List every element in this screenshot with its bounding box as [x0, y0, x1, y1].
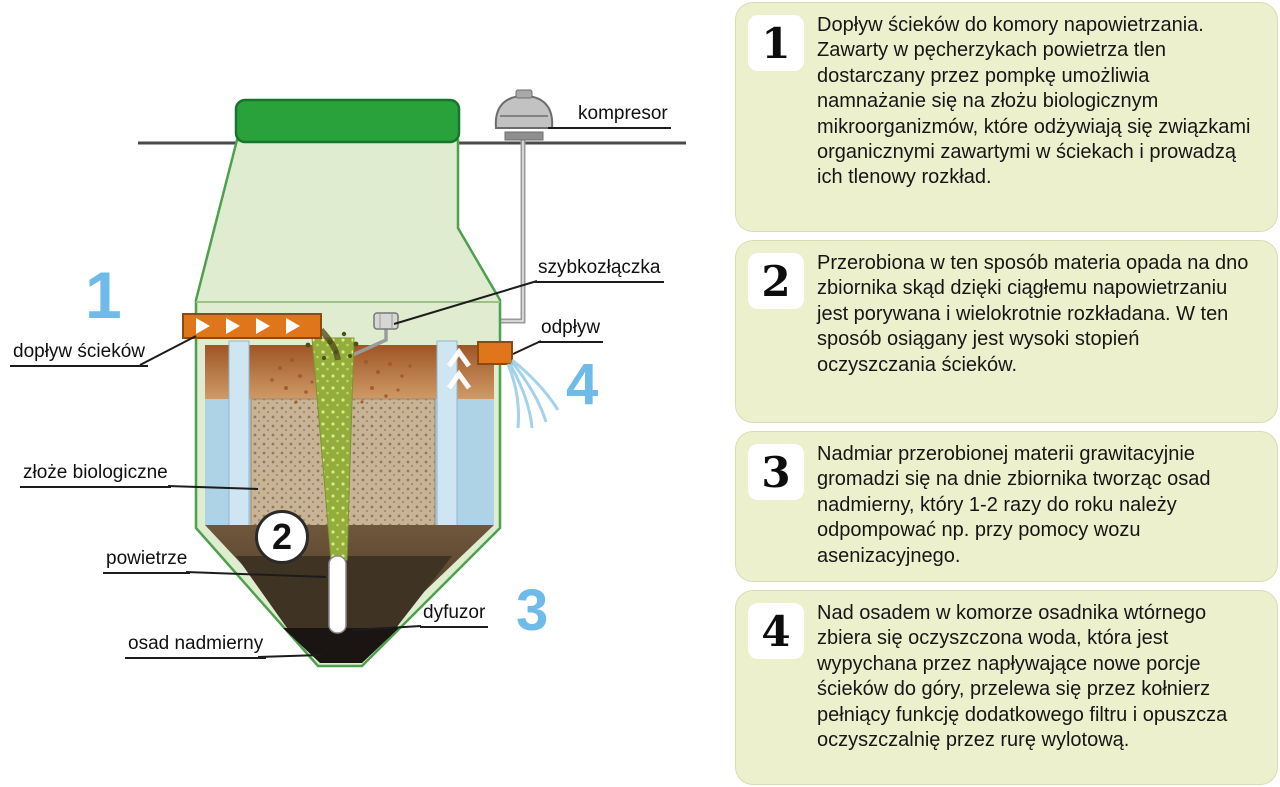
note-card-1: 1 Dopływ ścieków do komory napowietrzani… — [735, 2, 1278, 232]
note-1-text: Dopływ ścieków do komory napowietrzania.… — [817, 14, 1251, 189]
sludge — [283, 628, 399, 663]
note-card-4: 4 Nad osadem w komorze osadnika wtórnego… — [735, 590, 1278, 785]
note-3-number: 3 — [761, 447, 791, 497]
bubble-column — [311, 337, 355, 561]
diffuser — [328, 555, 347, 634]
label-szybkozlaczka: szybkozłączka — [535, 257, 664, 283]
diagram-marker-2: 2 — [255, 510, 309, 564]
label-kompresor: kompresor — [575, 103, 671, 129]
note-3-text: Nadmiar przerobionej materii grawitacyjn… — [817, 443, 1211, 567]
inner-wall-left — [228, 340, 250, 529]
leader-lines — [139, 127, 578, 658]
note-card-2: 2 Przerobiona w ten sposób materia opada… — [735, 240, 1278, 423]
label-odplyw: odpływ — [538, 317, 604, 343]
marker-2-digit: 2 — [271, 516, 293, 557]
quick-coupler-fitting — [373, 312, 399, 330]
label-powietrze: powietrze — [103, 548, 191, 574]
compressor-icon — [494, 89, 554, 141]
label-zloze-biologiczne: złoże biologiczne — [20, 462, 171, 488]
label-dyfuzor: dyfuzor — [420, 602, 489, 628]
label-osad-nadmierny: osad nadmierny — [125, 633, 267, 659]
note-1-number: 1 — [761, 18, 791, 68]
stirred-sediment-dots — [270, 357, 412, 404]
inlet-flow-arrows — [196, 318, 300, 334]
diagram-marker-1: 1 — [85, 258, 122, 332]
inlet-pipe — [182, 313, 322, 339]
aeration-column — [270, 327, 412, 561]
diagram-marker-4: 4 — [566, 352, 599, 417]
note-4-text: Nad osadem w komorze osadnika wtórnego z… — [817, 602, 1228, 751]
note-3-number-badge: 3 — [748, 444, 804, 500]
note-1-number-badge: 1 — [748, 15, 804, 71]
outflow-water — [506, 358, 560, 429]
diagram-marker-3: 3 — [516, 578, 549, 643]
upflow-arrows — [446, 347, 472, 390]
note-2-number: 2 — [761, 256, 791, 306]
outlet-pipe — [477, 341, 560, 429]
note-4-number: 4 — [761, 606, 791, 656]
tank-cap — [234, 98, 461, 144]
note-2-number-badge: 2 — [748, 253, 804, 309]
note-4-number-badge: 4 — [748, 603, 804, 659]
note-card-3: 3 Nadmiar przerobionej materii grawitacy… — [735, 431, 1278, 582]
sewage-pour — [318, 327, 341, 361]
inner-wall-right — [436, 340, 458, 529]
label-doplyw-sciekow: dopływ ścieków — [10, 341, 148, 367]
note-2-text: Przerobiona w ten sposób materia opada n… — [817, 252, 1249, 376]
